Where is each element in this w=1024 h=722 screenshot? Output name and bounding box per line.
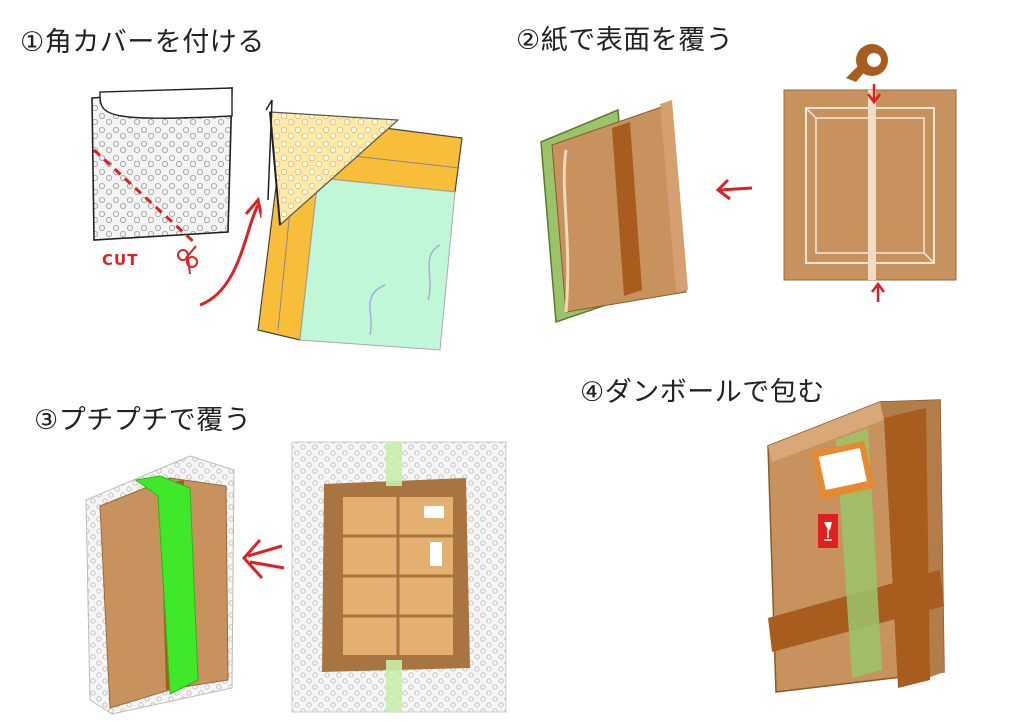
arrow-icon [241, 539, 285, 580]
arrow-icon [719, 186, 753, 192]
fragile-glass-icon [818, 514, 838, 548]
cut-label: CUT [102, 251, 139, 269]
bubble-wrap-sheet-front [291, 441, 507, 713]
corner-cover-artwork [252, 99, 465, 351]
step-1-title: ①角カバーを付ける [20, 27, 265, 58]
cardboard-box [767, 399, 945, 693]
tape-roll-icon [846, 44, 888, 82]
scissors-icon [177, 245, 198, 275]
paper-covered-artwork-front [783, 89, 957, 281]
bubble-bag-sheet [91, 87, 233, 246]
bubble-wrapped-artwork-side [85, 455, 235, 715]
step-3-title: ③プチプチで覆う [34, 405, 252, 436]
step-4-title: ④ダンボールで包む [580, 377, 825, 408]
wrapped-artwork-side [540, 100, 688, 324]
arrow-icon [199, 204, 260, 307]
step-2-title: ②紙で表面を覆う [516, 25, 734, 56]
